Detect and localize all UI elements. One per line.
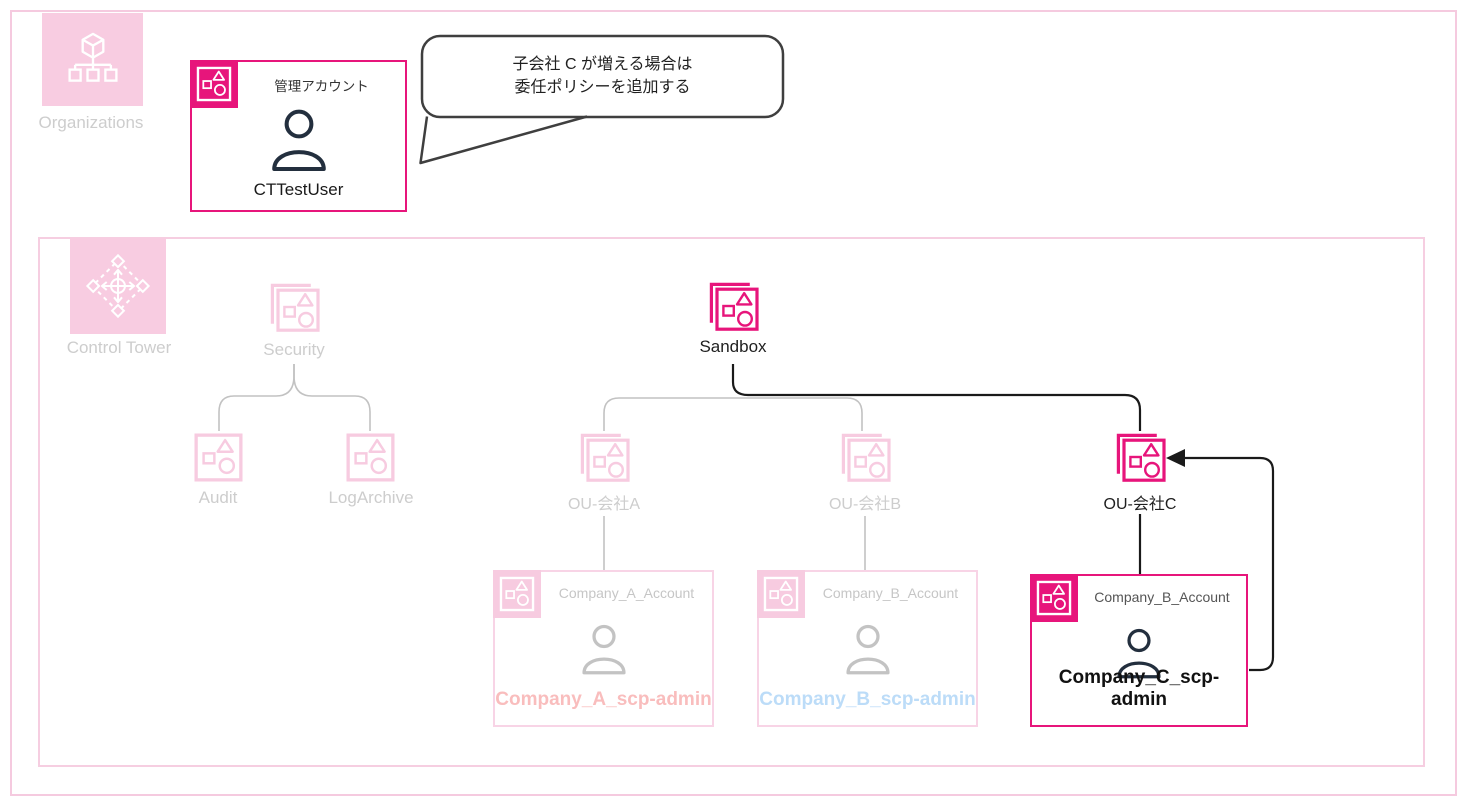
ou-security-label: Security [263, 340, 325, 359]
company-b-account-title: Company_B_Account [822, 585, 959, 601]
ou-sandbox-icon [705, 278, 761, 334]
account-logarchive-icon [344, 431, 397, 484]
account-audit-icon [192, 431, 245, 484]
organizations-icon [60, 27, 126, 93]
ou-company-b-icon [837, 429, 893, 485]
management-account-title: 管理アカウント [274, 79, 369, 94]
callout-note: 子会社 C が増える場合は 委任ポリシーを追加する [422, 38, 783, 114]
company-c-account-box: Company_B_Account Company_C_scp-admin [1030, 574, 1248, 727]
ou-badge-icon [498, 575, 536, 613]
company-b-account-box: Company_B_Account Company_B_scp-admin [757, 570, 978, 727]
company-b-user-name: Company_B_scp-admin [759, 689, 976, 710]
control-tower-service-icon [70, 238, 166, 334]
company-c-user-name: Company_C_scp-admin [1058, 667, 1220, 710]
control-tower-label: Control Tower [66, 338, 172, 357]
company-a-user-name: Company_A_scp-admin [495, 689, 712, 710]
account-logarchive-label: LogArchive [328, 488, 414, 507]
ou-company-a-icon [576, 429, 632, 485]
company-c-account-title: Company_B_Account [1094, 589, 1230, 605]
callout-line1: 子会社 C が増える場合は [512, 55, 693, 73]
company-b-user-icon [839, 622, 897, 680]
management-account-badge [190, 60, 238, 108]
company-a-user-icon [575, 622, 633, 680]
company-a-account-title: Company_A_Account [558, 585, 695, 601]
organizations-service-icon [42, 13, 143, 106]
ou-company-a-label: OU-会社A [567, 496, 640, 513]
ou-badge-icon [1035, 579, 1073, 617]
organizations-boundary [10, 10, 1457, 796]
management-user-name: CTTestUser [253, 180, 344, 199]
management-account-box: 管理アカウント CTTestUser [190, 60, 407, 212]
ou-badge-icon [762, 575, 800, 613]
management-user-icon [263, 106, 335, 178]
ou-company-c-label: OU-会社C [1103, 496, 1177, 513]
company-a-account-box: Company_A_Account Company_A_scp-admin [493, 570, 714, 727]
ou-security-icon [266, 279, 322, 335]
callout-line2: 委任ポリシーを追加する [514, 79, 691, 96]
ou-company-b-label: OU-会社B [828, 496, 901, 513]
ou-company-c-icon [1112, 429, 1168, 485]
ou-badge-icon [195, 65, 233, 103]
company-a-badge [493, 570, 541, 618]
company-c-badge [1030, 574, 1078, 622]
control-tower-boundary [38, 237, 1425, 767]
control-tower-icon [83, 251, 153, 321]
ou-sandbox-label: Sandbox [699, 337, 767, 356]
organizations-label: Organizations [38, 113, 144, 132]
account-audit-label: Audit [198, 488, 238, 507]
company-b-badge [757, 570, 805, 618]
